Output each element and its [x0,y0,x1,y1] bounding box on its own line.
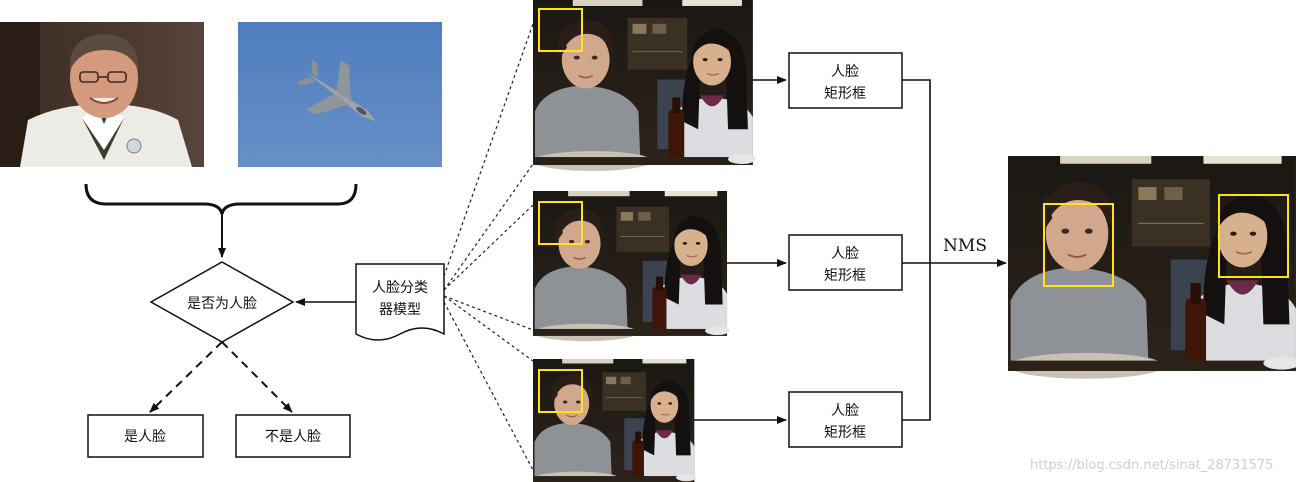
pyramid-image-small [532,358,698,482]
face-rect-box-3: 人脸 矩形框 [788,391,903,448]
pyramid-image-medium [532,190,731,342]
face-rect-box-1: 人脸 矩形框 [788,52,903,109]
pyramid-image-large [532,0,757,172]
rect-label-line2: 矩形框 [824,425,866,441]
classifier-label-line2: 器模型 [379,302,421,318]
rect-label-line1: 人脸 [831,246,859,262]
classifier-label-line1: 人脸分类 [372,280,428,296]
result-image [1007,155,1296,380]
merge-brace [84,183,358,215]
sliding-window-box [538,369,583,413]
decision-to-notface-arrow [221,341,293,413]
not-face-label: 不是人脸 [265,429,321,445]
sliding-window-box [538,8,583,52]
sample-nonface-photo [238,22,442,167]
sliding-window-box [538,201,583,245]
not-face-box: 不是人脸 [235,414,351,458]
nms-label: NMS [943,236,987,256]
is-face-label: 是人脸 [124,429,166,445]
rect-label-line1: 人脸 [831,64,859,80]
detected-face-box-woman [1218,194,1289,278]
sample-face-photo [0,22,204,167]
face-rect-box-2: 人脸 矩形框 [788,234,903,291]
classifier-model-node: 人脸分类 器模型 [355,263,445,341]
rect-label-line2: 矩形框 [824,268,866,284]
detected-face-box-man [1043,203,1114,287]
rect-label-line1: 人脸 [831,403,859,419]
is-face-box: 是人脸 [87,414,204,458]
rect-label-line2: 矩形框 [824,86,866,102]
decision-label: 是否为人脸 [187,296,257,312]
nms-merge-lines [902,79,931,421]
decision-to-isface-arrow [149,341,223,413]
decision-diamond: 是否为人脸 [149,261,295,343]
pyramid-connectors [443,23,534,471]
watermark: https://blog.csdn.net/sinat_28731575 [1030,458,1273,473]
